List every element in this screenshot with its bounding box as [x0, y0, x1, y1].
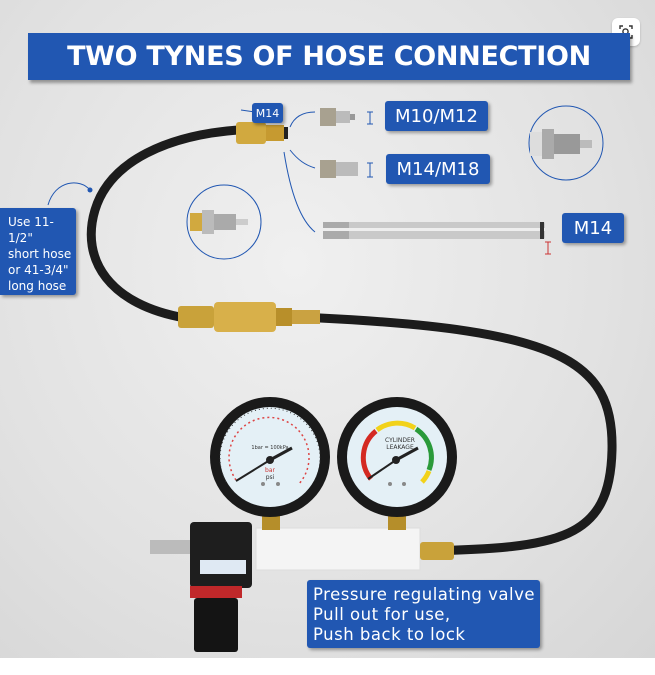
valve-note-line: Pressure regulating valve [313, 585, 536, 604]
valve-note: Pressure regulating valve Pull out for u… [307, 580, 540, 648]
banner-title: TWO TYNES OF HOSE CONNECTION [28, 33, 630, 80]
hose-note-line: Use 11-1/2" [8, 215, 54, 245]
valve-note-line: Pull out for use, [313, 605, 451, 624]
leakage-title-2: LEAKAGE [386, 444, 414, 451]
label-m14-long: M14 [562, 213, 624, 243]
hose-note-line: or 41-3/4" [8, 263, 69, 277]
valve-note-line: Push back to lock [313, 625, 466, 644]
leakage-title-1: CYLINDER [385, 437, 415, 444]
product-illustration: 1bar = 100kPa bar psi CYLINDER LEAKAGE [47, 105, 617, 652]
unit-psi: psi [266, 474, 275, 481]
m14-m18-adapter [320, 160, 358, 178]
hose-length-note: Use 11-1/2" short hose or 41-3/4" long h… [0, 208, 76, 295]
hose-note-line: long hose [8, 279, 67, 293]
pressure-scale-text: 1bar = 100kPa [251, 445, 288, 451]
m14-adapter [236, 122, 288, 144]
short-hose [86, 125, 243, 323]
unit-bar: bar [265, 467, 275, 474]
hose-note-line: short hose [8, 247, 72, 261]
pressure-regulator [150, 522, 252, 652]
label-m14-top: M14 [252, 103, 283, 123]
quick-coupler [178, 302, 320, 332]
long-hose [315, 313, 617, 556]
label-m10-m12: M10/M12 [385, 101, 488, 131]
leakage-gauge [337, 397, 457, 517]
manifold-block [255, 527, 421, 571]
pressure-gauge [210, 397, 330, 517]
label-m14-m18: M14/M18 [386, 154, 490, 184]
long-m14-adapter [323, 222, 545, 239]
detail-circle-right [528, 105, 604, 181]
detail-circle-left [186, 184, 262, 260]
m10-m12-adapter [320, 108, 355, 126]
